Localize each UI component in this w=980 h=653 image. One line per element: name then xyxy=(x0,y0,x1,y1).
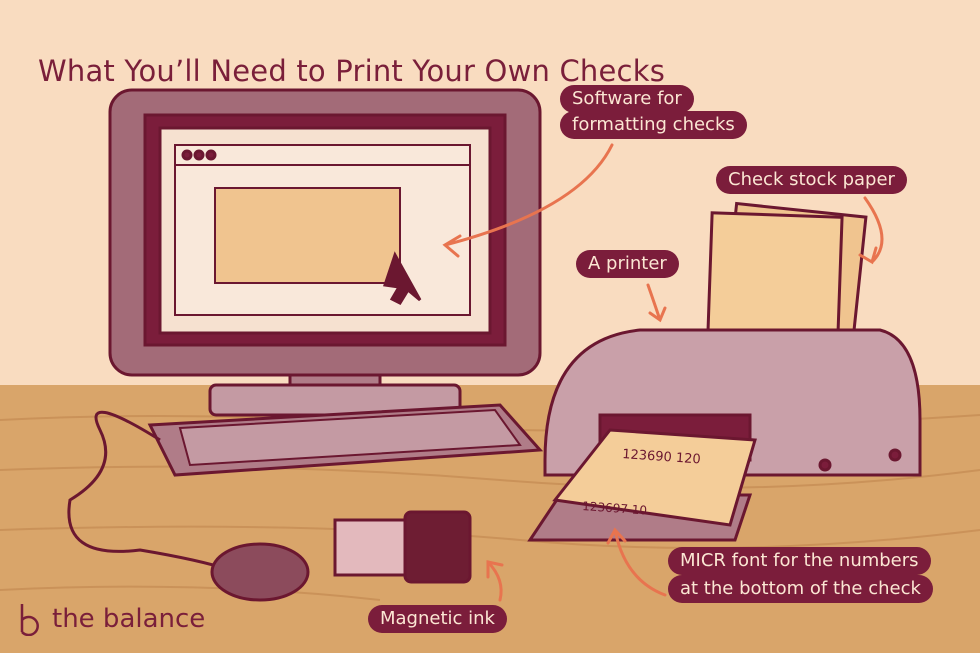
mouse xyxy=(210,542,310,602)
label-micr-line2: at the bottom of the check xyxy=(668,575,933,603)
printer xyxy=(527,328,922,542)
label-printer: A printer xyxy=(576,250,679,278)
check-stock-paper xyxy=(706,201,868,344)
brand-logo: the balance xyxy=(18,602,205,636)
logo-text: the balance xyxy=(52,604,206,634)
label-check-stock: Check stock paper xyxy=(716,166,907,194)
magnetic-ink-cartridges xyxy=(333,510,472,584)
arrows xyxy=(442,143,884,602)
balance-logo-icon xyxy=(20,604,39,636)
mouse-cable xyxy=(67,410,231,572)
keyboard xyxy=(147,403,544,477)
check-bottom-numbers: 123697 10 xyxy=(582,499,648,517)
computer-monitor xyxy=(108,88,542,417)
check-top-numbers: 123690 120 xyxy=(622,447,701,467)
label-software-line2: formatting checks xyxy=(560,111,747,139)
label-magnetic-ink: Magnetic ink xyxy=(368,605,507,633)
label-micr-line1: MICR font for the numbers xyxy=(668,547,931,575)
label-software-line1: Software for xyxy=(560,85,694,113)
page-title: What You’ll Need to Print Your Own Check… xyxy=(38,54,665,88)
